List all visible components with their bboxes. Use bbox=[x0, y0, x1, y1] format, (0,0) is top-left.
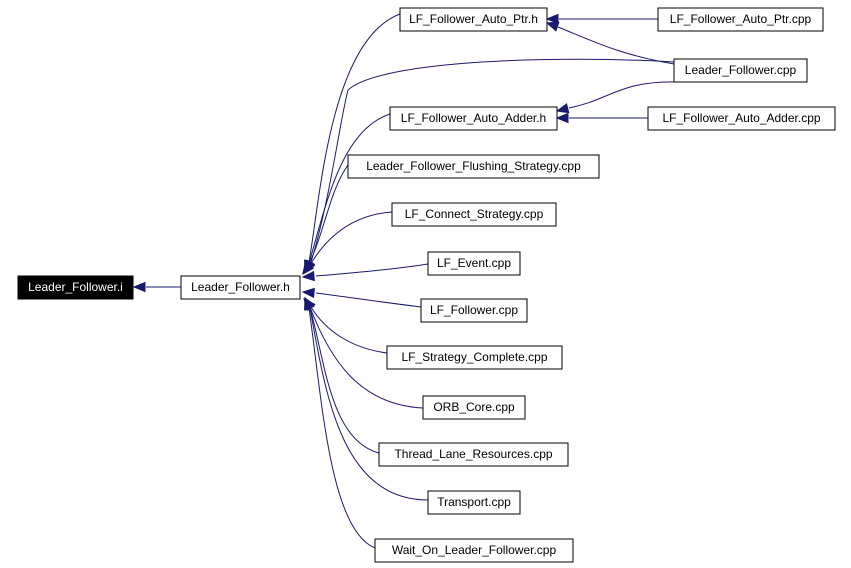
edge-n_transport-to-n_h bbox=[309, 307, 429, 501]
edge-n_autoptr_h-to-n_h bbox=[308, 13, 401, 263]
arrowhead-icon bbox=[555, 112, 569, 124]
node-label: LF_Event.cpp bbox=[437, 256, 511, 270]
arrowhead-icon bbox=[301, 287, 315, 299]
edge-n_complete-to-n_h bbox=[310, 306, 388, 354]
edge-n_event-to-n_h bbox=[315, 263, 429, 277]
node-label: LF_Follower_Auto_Ptr.cpp bbox=[670, 12, 812, 26]
arrowhead-icon bbox=[545, 13, 559, 25]
node-label: LF_Follower_Auto_Adder.cpp bbox=[662, 111, 820, 125]
node-lf-follower-cpp[interactable]: LF_Follower.cpp bbox=[420, 298, 528, 323]
node-lf-follower-auto-ptr-h[interactable]: LF_Follower_Auto_Ptr.h bbox=[399, 7, 548, 32]
arrowhead-icon bbox=[301, 270, 315, 282]
node-leader-follower-cpp[interactable]: Leader_Follower.cpp bbox=[673, 58, 808, 83]
node-orb-core-cpp[interactable]: ORB_Core.cpp bbox=[422, 395, 526, 420]
arrowhead-icon bbox=[304, 296, 314, 311]
node-label: LF_Follower_Auto_Adder.h bbox=[401, 111, 546, 125]
node-lf-follower-auto-adder-h[interactable]: LF_Follower_Auto_Adder.h bbox=[389, 106, 558, 131]
node-label: Leader_Follower_Flushing_Strategy.cpp bbox=[366, 159, 581, 173]
edge-n_adder_h-to-n_h bbox=[308, 113, 391, 264]
node-label: Leader_Follower.cpp bbox=[685, 63, 797, 77]
node-lf-follower-auto-adder-cpp[interactable]: LF_Follower_Auto_Adder.cpp bbox=[647, 106, 836, 131]
node-lf-event-cpp[interactable]: LF_Event.cpp bbox=[427, 251, 521, 276]
node-lf-strategy-complete-cpp[interactable]: LF_Strategy_Complete.cpp bbox=[386, 345, 563, 370]
node-label: Transport.cpp bbox=[437, 495, 511, 509]
edge-n_thread-to-n_h bbox=[309, 307, 380, 454]
edge-n_lf_cpp-to-n_h bbox=[310, 58, 675, 263]
edge-n_orb-to-n_h bbox=[309, 306, 424, 409]
node-label: LF_Connect_Strategy.cpp bbox=[405, 207, 544, 221]
node-wait-on-leader-follower-cpp[interactable]: Wait_On_Leader_Follower.cpp bbox=[374, 538, 574, 563]
edges-layer bbox=[132, 13, 681, 549]
nodes-layer: Leader_Follower.i Leader_Follower.h LF_F… bbox=[17, 7, 836, 563]
node-label: Leader_Follower.i bbox=[28, 280, 123, 294]
node-lf-connect-strategy-cpp[interactable]: LF_Connect_Strategy.cpp bbox=[391, 202, 557, 227]
arrowhead-icon bbox=[132, 281, 146, 293]
node-label: LF_Follower_Auto_Ptr.h bbox=[409, 12, 538, 26]
arrowhead-icon bbox=[302, 261, 315, 276]
node-lf-follower-auto-ptr-cpp[interactable]: LF_Follower_Auto_Ptr.cpp bbox=[657, 7, 824, 32]
node-leader-follower-flushing-strategy-cpp[interactable]: Leader_Follower_Flushing_Strategy.cpp bbox=[347, 154, 600, 179]
node-label: Thread_Lane_Resources.cpp bbox=[394, 447, 552, 461]
arrowhead-icon bbox=[555, 103, 570, 114]
node-label: LF_Follower.cpp bbox=[430, 303, 518, 317]
edge-n_follower-to-n_h bbox=[315, 292, 422, 308]
node-label: Wait_On_Leader_Follower.cpp bbox=[392, 543, 557, 557]
edge-n_lf_cpp-to-n_adder_h bbox=[568, 81, 681, 109]
node-thread-lane-resources-cpp[interactable]: Thread_Lane_Resources.cpp bbox=[378, 442, 569, 467]
edge-n_wait-to-n_h bbox=[308, 307, 376, 549]
edge-n_connect-to-n_h bbox=[309, 211, 393, 266]
node-label: LF_Strategy_Complete.cpp bbox=[401, 350, 547, 364]
arrowhead-icon bbox=[545, 21, 560, 32]
edge-n_flush-to-n_h bbox=[308, 164, 349, 265]
node-label: ORB_Core.cpp bbox=[433, 400, 515, 414]
edge-n_lf_cpp-to-n_autoptr_h bbox=[557, 26, 675, 65]
node-leader-follower-i[interactable]: Leader_Follower.i bbox=[17, 275, 134, 300]
node-leader-follower-h[interactable]: Leader_Follower.h bbox=[180, 275, 301, 300]
node-transport-cpp[interactable]: Transport.cpp bbox=[427, 490, 521, 515]
node-label: Leader_Follower.h bbox=[191, 280, 290, 294]
